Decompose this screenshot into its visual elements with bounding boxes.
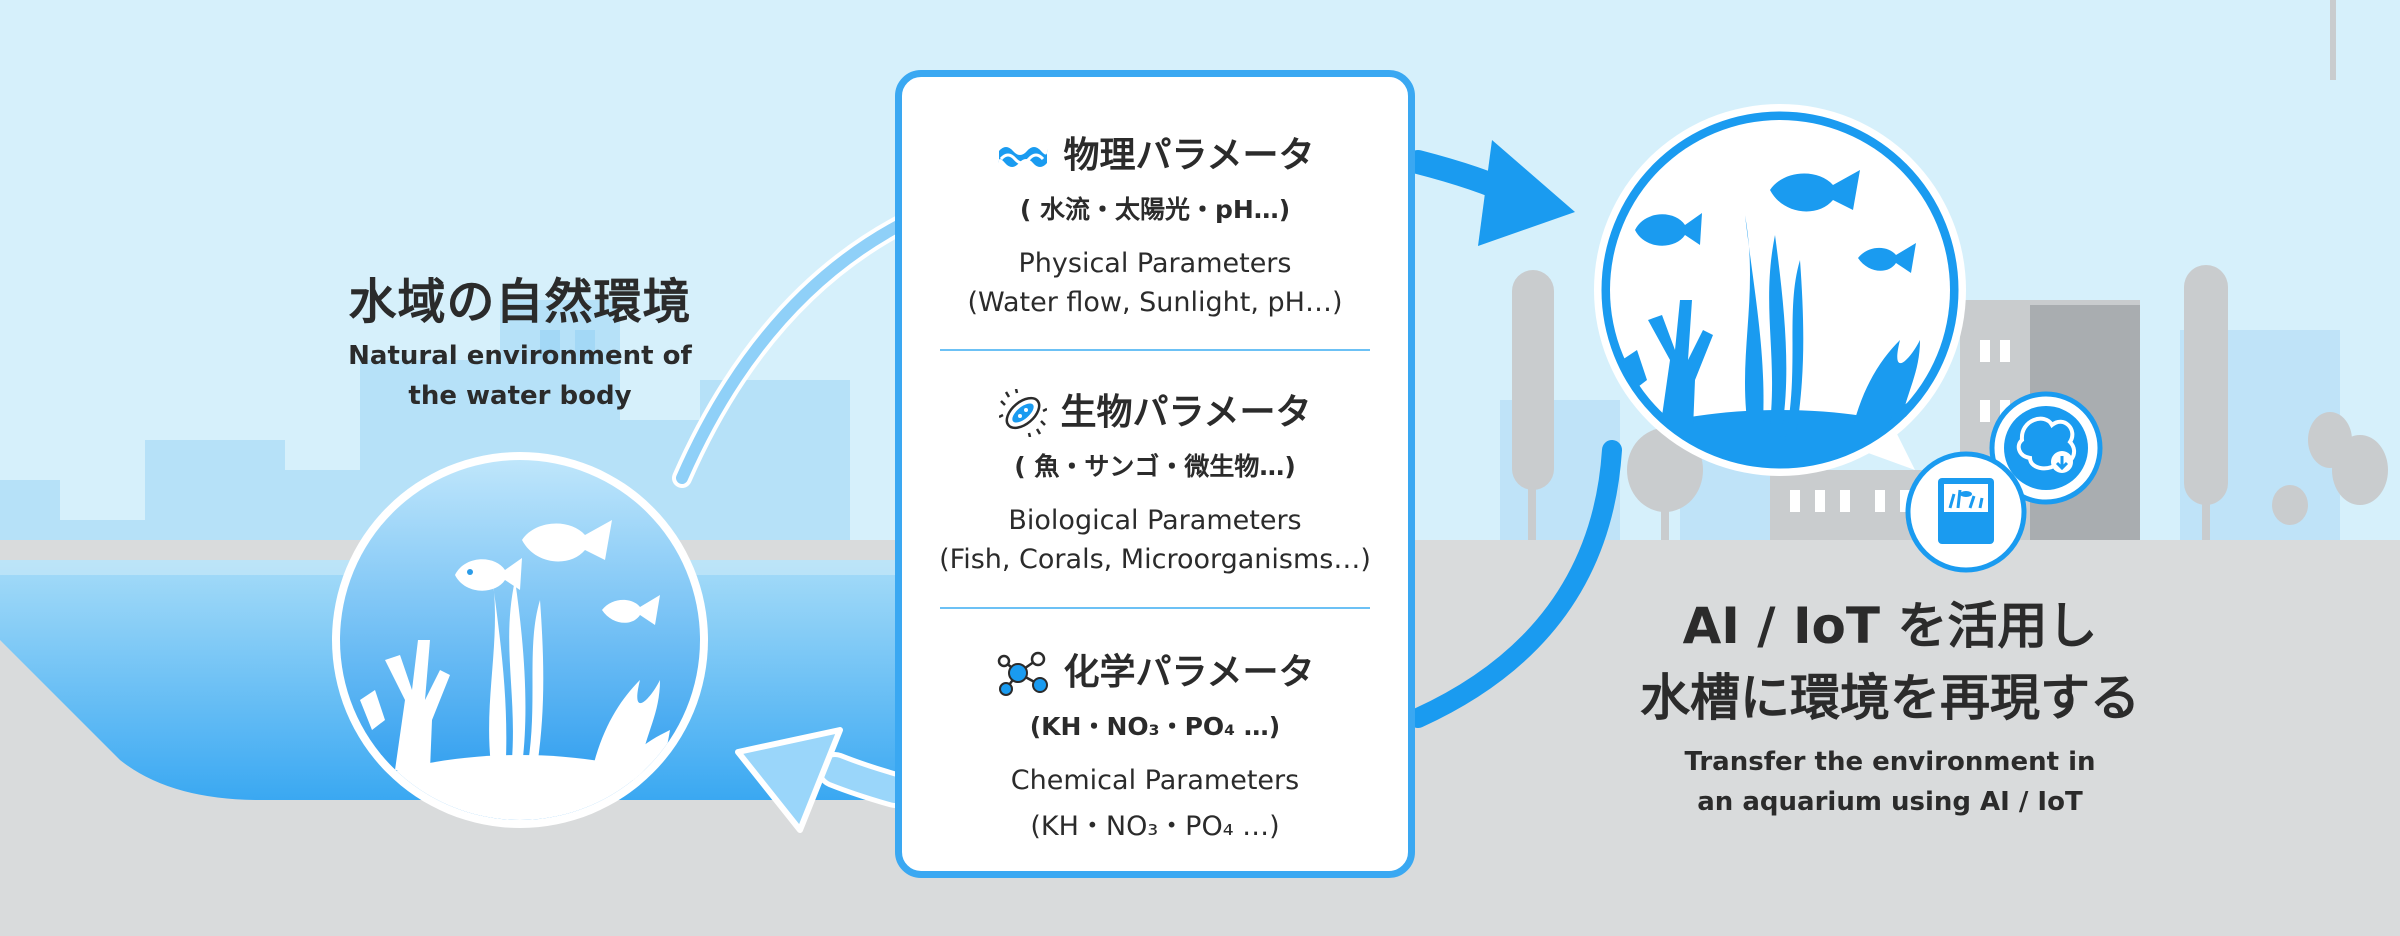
cycle-arrows [672, 150, 1622, 808]
arrow-head-left [735, 727, 843, 833]
natural-environment-subtitle-line1: Natural environment of [348, 341, 692, 371]
aquarium-subtitle-line2: an aquarium using AI / IoT [1697, 787, 2083, 817]
chemical-parameters-section: 化学パラメータ (KH・NO₃・PO₄ …) Chemical Paramete… [902, 649, 1408, 843]
chemical-parameters-title: 化学パラメータ [1063, 652, 1315, 693]
aquarium-reproduction-title: AI / IoT を活用し 水槽に環境を再現する [1510, 590, 2270, 734]
biological-parameters-section: 生物パラメータ ( 魚・サンゴ・微生物…) Biological Paramet… [902, 389, 1408, 575]
aquarium-tank-badge [1905, 451, 2027, 573]
ai-brain-badge [1989, 391, 2103, 505]
aquarium-subtitle-line1: Transfer the environment in [1684, 747, 2096, 777]
natural-environment-title: 水域の自然環境 [348, 274, 692, 330]
biological-parameters-label-en: Biological Parameters [1008, 505, 1302, 536]
chemical-parameters-label-en: Chemical Parameters [1010, 765, 1300, 796]
physical-parameters-examples-en: (Water flow, Sunlight, pH…) [967, 287, 1343, 318]
biological-parameters-examples-jp: ( 魚・サンゴ・微生物…) [1014, 452, 1296, 481]
arrow-head-right [1478, 140, 1575, 246]
microorganism-icon [998, 389, 1047, 437]
aquarium-title-line2: 水槽に環境を再現する [1640, 669, 2140, 727]
wave-icon [998, 147, 1047, 167]
physical-parameters-label-en: Physical Parameters [1018, 248, 1292, 279]
natural-environment-subtitle-line2: the water body [408, 381, 632, 411]
chemical-parameters-examples-jp: (KH・NO₃・PO₄ …) [1029, 712, 1281, 741]
section-divider [940, 607, 1370, 609]
physical-parameters-section: 物理パラメータ ( 水流・太陽光・pH…) Physical Parameter… [902, 132, 1408, 318]
aquarium-reproduction-subtitle: Transfer the environment in an aquarium … [1570, 742, 2210, 822]
physical-parameters-examples-jp: ( 水流・太陽光・pH…) [1019, 195, 1291, 224]
biological-parameters-examples-en: (Fish, Corals, Microorganisms…) [939, 544, 1371, 575]
parameters-card: 物理パラメータ ( 水流・太陽光・pH…) Physical Parameter… [895, 70, 1415, 878]
section-divider [940, 349, 1370, 351]
natural-environment-subtitle: Natural environment of the water body [300, 336, 740, 416]
chemical-parameters-examples-en: (KH・NO₃・PO₄ …) [1030, 811, 1280, 842]
molecule-icon [997, 651, 1048, 696]
biological-parameters-title: 生物パラメータ [1060, 392, 1312, 433]
aquarium-title-line1: AI / IoT を活用し [1682, 597, 2098, 655]
physical-parameters-title: 物理パラメータ [1063, 135, 1315, 176]
